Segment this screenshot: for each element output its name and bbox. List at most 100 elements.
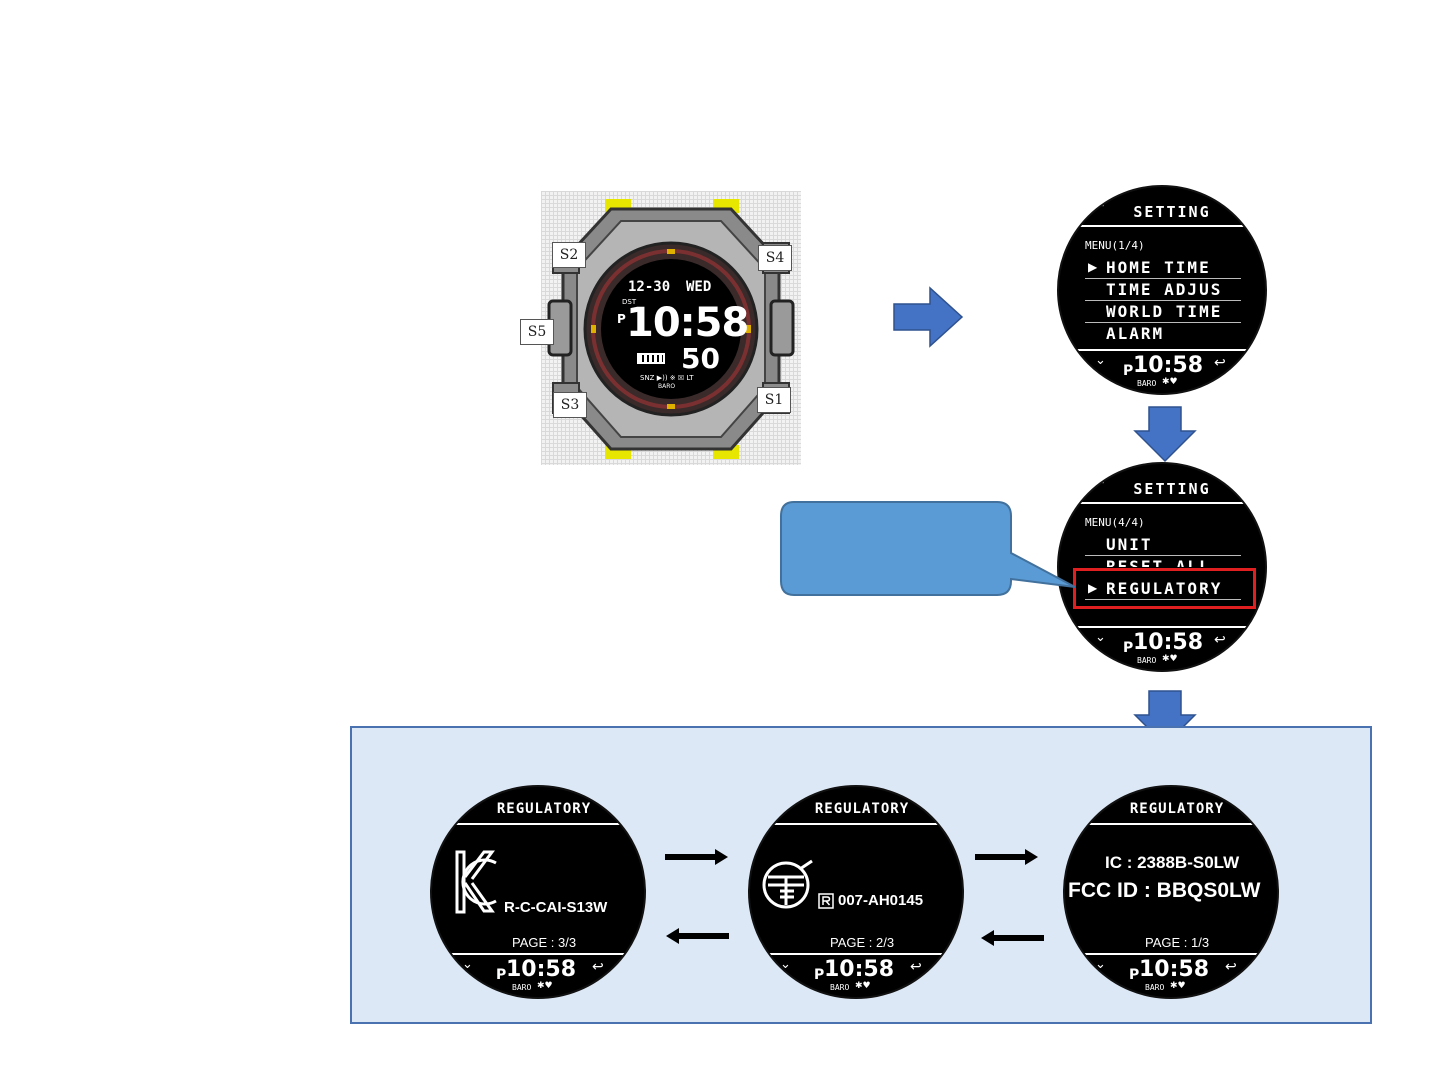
footer-rule [750, 953, 962, 955]
footer-baro: BARO [1137, 379, 1157, 388]
label-s1: S1 [757, 387, 791, 413]
footer-rule [1065, 953, 1277, 955]
kc-certificate-id: R-C-CAI-S13W [504, 899, 608, 916]
menu-divider [1085, 322, 1241, 323]
regulatory-screen-page2: ⌃ REGULATORY 007-AH0145 PAGE : 2/3 ⌄ P 1… [748, 785, 964, 999]
label-s5: S5 [520, 319, 554, 345]
watch-baro: BARO [658, 383, 676, 390]
footer-baro: BARO [1137, 656, 1157, 665]
watch-date: 12-30 [628, 279, 671, 295]
menu-screen-4: ⌃ SETTING MENU(4/4) UNIT RESET ALL ▶ REG… [1057, 462, 1267, 672]
regulatory-screen-page3: ⌃ REGULATORY R-C-CAI-S13W PAGE : 3/3 ⌄ P… [430, 785, 646, 999]
menu-item-alarm[interactable]: ALARM [1106, 324, 1165, 343]
arrow-right-icon [665, 849, 728, 865]
menu-divider [1085, 278, 1241, 279]
arrow-right-icon [893, 286, 964, 348]
battery-icon [637, 353, 665, 364]
watch-status-row: SNZ ▶)) ※ ☒ LT [640, 374, 694, 382]
bluetooth-heart-icon: ✱♥ [1162, 377, 1178, 387]
chevron-down-icon: ⌄ [462, 957, 473, 972]
watch-body [547, 199, 795, 459]
regulatory-highlight [1073, 568, 1256, 609]
arrow-left-icon [666, 928, 729, 944]
bluetooth-heart-icon: ✱♥ [1162, 654, 1178, 664]
page-indicator: PAGE : 2/3 [830, 935, 895, 950]
telec-certificate-id: 007-AH0145 [838, 892, 924, 909]
header-rule [1059, 225, 1265, 227]
label-s3: S3 [553, 392, 587, 418]
header-rule [1059, 502, 1265, 504]
watch-time: 10:58 [626, 300, 749, 346]
menu-item-unit[interactable]: UNIT [1106, 535, 1153, 554]
menu-item-regulatory[interactable]: REGULATORY [1106, 579, 1223, 598]
menu-divider [1085, 555, 1241, 556]
footer-pm: P [814, 967, 825, 983]
callout-bubble [780, 501, 1076, 596]
menu-header: SETTING [1133, 480, 1211, 498]
menu-counter: MENU(1/4) [1085, 239, 1145, 252]
footer-time: 10:58 [506, 957, 577, 982]
footer-rule [432, 953, 644, 955]
footer-baro: BARO [830, 983, 850, 992]
selection-arrow-icon: ▶ [1088, 260, 1098, 274]
menu-item-home-time[interactable]: HOME TIME [1106, 258, 1211, 277]
registered-r-icon [818, 893, 834, 909]
footer-time: 10:58 [1139, 957, 1210, 982]
watch-seconds: 50 [681, 342, 720, 375]
header-rule [1065, 823, 1277, 825]
chevron-up-icon: ⌃ [1095, 801, 1106, 816]
footer-pm: P [1129, 967, 1140, 983]
footer-rule [1059, 626, 1265, 628]
back-icon: ↩ [592, 959, 604, 975]
watch-image [541, 191, 801, 465]
arrow-right-icon [975, 849, 1038, 865]
regulatory-header: REGULATORY [496, 801, 592, 817]
bluetooth-heart-icon: ✱♥ [537, 981, 553, 991]
menu-divider [1085, 599, 1241, 600]
regulatory-header: REGULATORY [1129, 801, 1225, 817]
fcc-id: FCC ID : BBQS0LW [1068, 879, 1261, 902]
kc-mark-icon [455, 850, 497, 914]
bluetooth-heart-icon: ✱♥ [1170, 981, 1186, 991]
footer-baro: BARO [512, 983, 532, 992]
chevron-up-icon: ⌃ [462, 801, 473, 816]
back-icon: ↩ [910, 959, 922, 975]
header-rule [750, 823, 962, 825]
watch-pm: P [617, 312, 626, 326]
back-icon: ↩ [1214, 355, 1226, 371]
menu-item-reset-all[interactable]: RESET ALL [1106, 557, 1211, 567]
back-icon: ↩ [1214, 632, 1226, 648]
back-icon: ↩ [1225, 959, 1237, 975]
footer-time: 10:58 [824, 957, 895, 982]
watch-dst: DST [622, 298, 637, 306]
footer-baro: BARO [1145, 983, 1165, 992]
menu-screen-1: ⌃ SETTING MENU(1/4) ▶ HOME TIME TIME ADJ… [1057, 185, 1267, 395]
page-indicator: PAGE : 3/3 [512, 935, 577, 950]
menu-divider [1085, 300, 1241, 301]
chevron-down-icon: ⌄ [1095, 630, 1106, 645]
arrow-left-icon [981, 930, 1044, 946]
chevron-down-icon: ⌄ [1095, 957, 1106, 972]
chevron-up-icon: ⌃ [780, 801, 791, 816]
footer-pm: P [496, 967, 507, 983]
regulatory-screen-page1: ⌃ REGULATORY IC : 2388B-S0LW FCC ID : BB… [1063, 785, 1279, 999]
menu-counter: MENU(4/4) [1085, 516, 1145, 529]
telec-mark-icon [762, 859, 813, 909]
chevron-up-icon: ⌃ [1095, 478, 1107, 494]
footer-rule [1059, 349, 1265, 351]
footer-time: 10:58 [1133, 630, 1204, 655]
footer-pm: P [1123, 363, 1134, 379]
menu-item-world-time[interactable]: WORLD TIME [1106, 302, 1223, 321]
label-s4: S4 [758, 245, 792, 271]
menu-item-time-adjust[interactable]: TIME ADJUS [1106, 280, 1223, 299]
bluetooth-heart-icon: ✱♥ [855, 981, 871, 991]
watch-day: WED [686, 279, 712, 295]
chevron-down-icon: ⌄ [1095, 353, 1106, 368]
page-indicator: PAGE : 1/3 [1145, 935, 1210, 950]
footer-pm: P [1123, 640, 1134, 656]
selection-arrow-icon: ▶ [1088, 581, 1098, 595]
chevron-down-icon: ⌄ [780, 957, 791, 972]
chevron-up-icon: ⌃ [1095, 201, 1107, 217]
label-s2: S2 [552, 242, 586, 268]
menu-header: SETTING [1133, 203, 1211, 221]
